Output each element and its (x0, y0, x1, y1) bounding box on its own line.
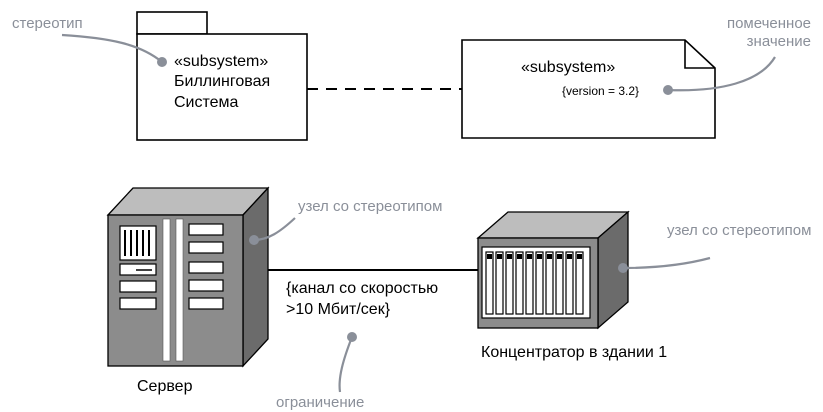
hub-card (495, 251, 504, 315)
hub-card-led (537, 254, 542, 259)
hub-card (535, 251, 544, 315)
server-top-face (106, 187, 270, 216)
hub-card (545, 251, 554, 315)
callout-stereotyped-node-1: узел со стереотипом (298, 198, 443, 215)
callout-stereotype: стереотип (12, 15, 83, 32)
leader-tagged-value (667, 56, 776, 92)
server-node[interactable] (106, 186, 270, 368)
subsystem-name-line1: Биллинговая (174, 73, 271, 90)
server-rail (175, 218, 184, 362)
dot-tagged-value (663, 85, 673, 95)
hub-card-led (527, 254, 532, 259)
subsystem-package[interactable] (136, 11, 308, 141)
hub-card (525, 251, 534, 315)
server-bay (188, 223, 224, 236)
dot-stereotype (157, 57, 167, 67)
hub-card-led (487, 254, 492, 259)
hub-card-led (507, 254, 512, 259)
callout-leaders (61, 33, 776, 393)
note-outline (461, 39, 716, 139)
note-stereotype: «subsystem» (521, 59, 616, 76)
leader-node-2 (622, 256, 711, 270)
server-bay (188, 261, 224, 274)
link-constraint-line2: >10 Мбит/сек} (286, 301, 391, 318)
package-body (136, 33, 308, 141)
server-drive (119, 297, 157, 310)
server-label: Сервер (137, 378, 193, 395)
link-constraint-line1: {канал со скоростью (286, 280, 439, 297)
note[interactable] (461, 39, 716, 139)
hub-card-led (577, 254, 582, 259)
callout-tagged-value: помеченное значение (711, 15, 811, 51)
server-bay (188, 279, 224, 292)
hub-label: Концентратор в здании 1 (481, 344, 668, 361)
server-bay (188, 241, 224, 254)
note-fold (684, 40, 715, 69)
callout-stereotyped-node-2: узел со стереотипом (667, 222, 812, 239)
dot-constraint (347, 332, 357, 342)
hub-cards (485, 251, 584, 315)
hub-card-led (547, 254, 552, 259)
dot-node-1 (249, 235, 259, 245)
callout-constraint: ограничение (276, 394, 365, 411)
hub-card (505, 251, 514, 315)
hub-card (565, 251, 574, 315)
subsystem-stereotype: «subsystem» (174, 53, 269, 70)
callout-dots (157, 57, 673, 342)
server-rail (162, 218, 171, 362)
package-tab (136, 11, 208, 35)
subsystem-name-line2: Система (174, 94, 239, 111)
hub-card (555, 251, 564, 315)
hub-card-led (557, 254, 562, 259)
dot-node-2 (618, 263, 628, 273)
hub-card-led (497, 254, 502, 259)
hub-card-led (517, 254, 522, 259)
leader-stereotype (61, 33, 163, 63)
hub-card (485, 251, 494, 315)
hub-card (575, 251, 584, 315)
leader-constraint (338, 336, 354, 393)
hub-card (515, 251, 524, 315)
server-side-face (242, 186, 269, 368)
note-tagged-value: {version = 3.2} (562, 84, 640, 98)
server-drive (119, 280, 157, 293)
hub-card-led (567, 254, 572, 259)
server-bay (188, 297, 224, 310)
callout-tagged-value-text: помеченное значение (726, 15, 811, 50)
